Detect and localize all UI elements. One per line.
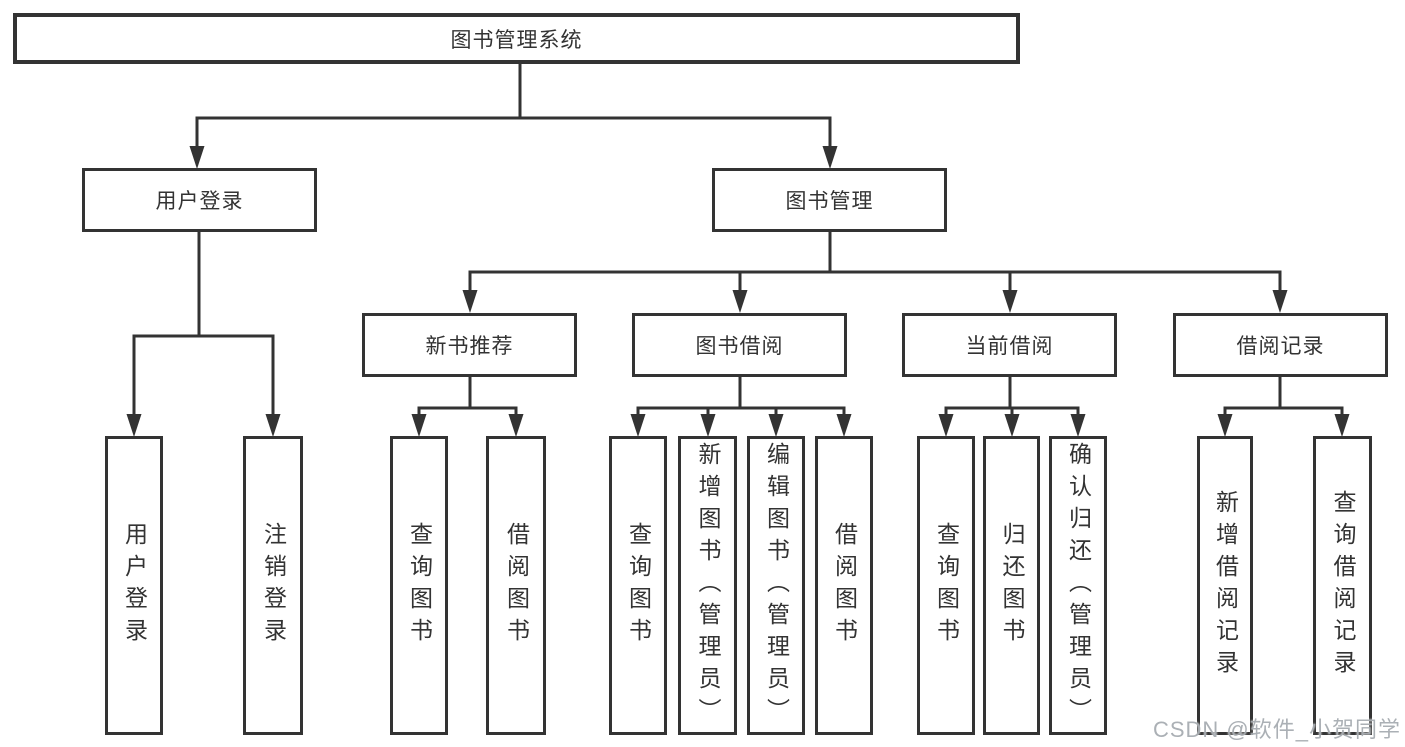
node-library-system-root-label: 图书管理系统 [450,28,583,52]
leaf-confirm-return-admin-label: 确认归还（管理员） [1065,441,1092,730]
node-user-login: 用户登录 [82,168,317,232]
leaf-return-books: 归还图书 [983,436,1040,735]
leaf-borrowing-borrow-books-label: 借阅图书 [831,521,858,650]
leaf-add-borrow-record: 新增借阅记录 [1197,436,1253,735]
leaf-add-books-admin: 新增图书（管理员） [678,436,737,735]
node-new-book-recommendation-label: 新书推荐 [425,335,514,358]
leaf-user-login-label: 用户登录 [121,521,148,650]
arrowheads [126,146,1350,437]
leaf-edit-books-admin: 编辑图书（管理员） [747,436,805,735]
csdn-watermark: CSDN @软件_小贺同学 [1152,717,1401,742]
leaf-return-books-label: 归还图书 [999,521,1025,650]
leaf-edit-books-admin-label: 编辑图书（管理员） [763,441,790,730]
leaf-current-query-books: 查询图书 [917,436,975,735]
node-book-borrowing: 图书借阅 [632,313,847,377]
leaf-borrowing-borrow-books: 借阅图书 [815,436,873,735]
leaf-confirm-return-admin: 确认归还（管理员） [1049,436,1107,735]
node-borrowing-records: 借阅记录 [1173,313,1388,377]
node-current-borrowing: 当前借阅 [902,313,1117,377]
node-user-login-label: 用户登录 [155,190,244,213]
leaf-user-login: 用户登录 [105,436,163,735]
leaf-recommend-borrow-books: 借阅图书 [486,436,546,735]
leaf-logout-label: 注销登录 [260,521,287,650]
leaf-borrowing-query-books: 查询图书 [609,436,667,735]
leaf-query-borrow-record-label: 查询借阅记录 [1330,489,1356,682]
leaf-current-query-books-label: 查询图书 [933,521,960,650]
leaf-add-borrow-record-label: 新增借阅记录 [1212,489,1239,682]
node-book-management: 图书管理 [712,168,947,232]
node-new-book-recommendation: 新书推荐 [362,313,577,377]
node-borrowing-records-label: 借阅记录 [1236,335,1325,358]
leaf-recommend-query-books: 查询图书 [390,436,448,735]
node-book-management-label: 图书管理 [785,190,874,213]
node-book-borrowing-label: 图书借阅 [695,335,784,358]
leaf-borrowing-query-books-label: 查询图书 [625,521,652,650]
leaf-logout: 注销登录 [243,436,303,735]
leaf-recommend-borrow-books-label: 借阅图书 [503,521,530,650]
node-library-system-root: 图书管理系统 [13,13,1020,64]
leaf-recommend-query-books-label: 查询图书 [406,521,433,650]
leaf-add-books-admin-label: 新增图书（管理员） [695,441,721,730]
node-current-borrowing-label: 当前借阅 [965,335,1054,358]
leaf-query-borrow-record: 查询借阅记录 [1313,436,1372,735]
